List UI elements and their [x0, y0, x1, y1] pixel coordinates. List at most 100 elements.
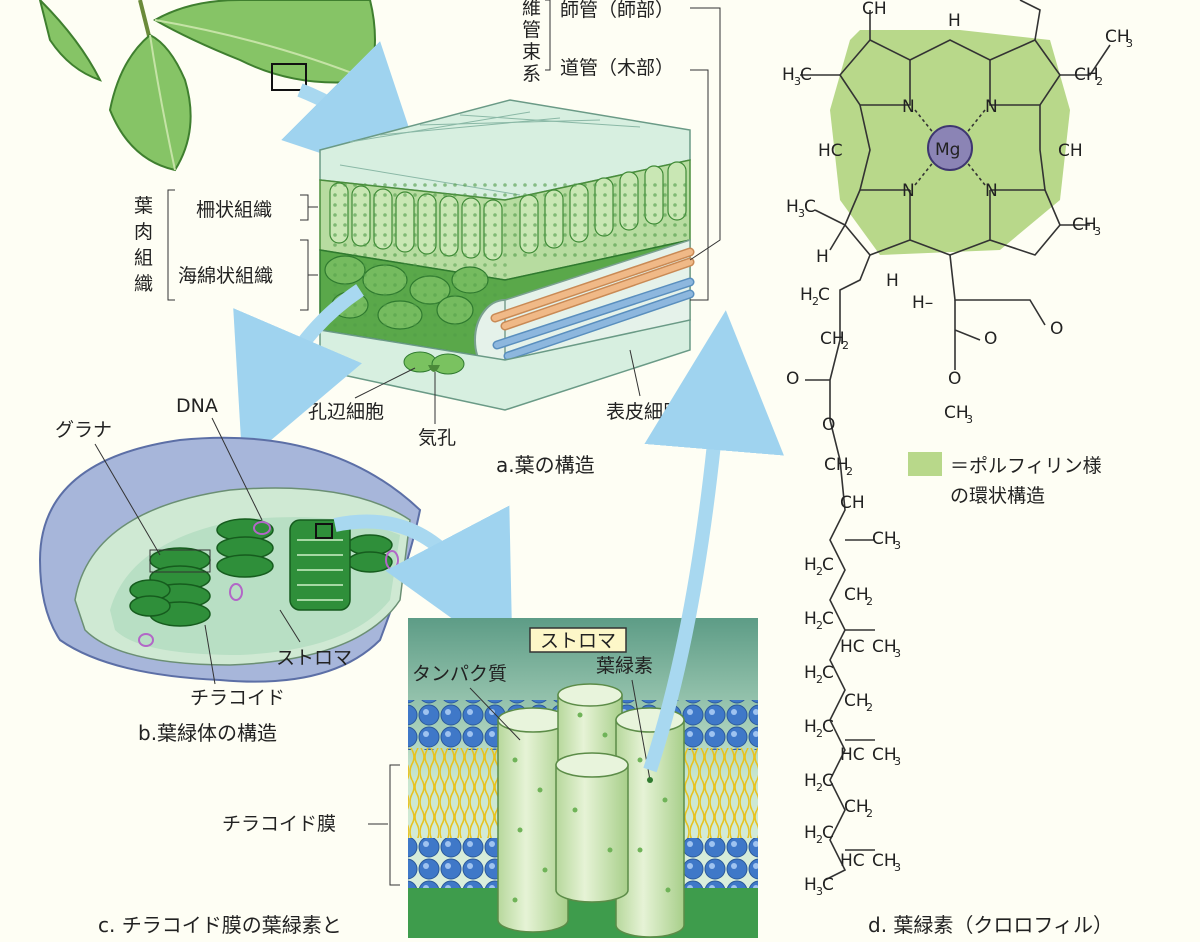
metal-label: Mg — [935, 140, 960, 160]
chloroplast-labels: DNA グラナ ストロマ チラコイド b.葉緑体の構造 — [55, 395, 352, 745]
stoma-shape — [403, 351, 465, 375]
vascular-labels: 維 管 束 系 師管（師部） 道管（木部） — [522, 0, 721, 301]
vascular-group-char-3: 束 — [522, 41, 541, 63]
mesophyll-char-3: 組 — [134, 247, 153, 269]
svg-text:3: 3 — [798, 207, 805, 220]
zoom-arrow-d — [643, 310, 784, 773]
svg-text:2: 2 — [816, 565, 823, 578]
atom-ch3-chain-1: CH — [872, 529, 897, 549]
atom-h-top: H — [948, 11, 961, 31]
atom-o-chain: O — [822, 415, 835, 435]
epidermis-label: 表皮細胞 — [606, 401, 682, 423]
chlorophyll-structure: Mg CH H CH 3 H 3 C CH 2 N N N N HC CH H … — [782, 0, 1133, 898]
svg-text:2: 2 — [846, 465, 853, 478]
svg-text:C: C — [822, 875, 834, 895]
svg-text:3: 3 — [794, 75, 801, 88]
svg-text:C: C — [822, 771, 834, 791]
atom-ch2-chain-3: CH — [844, 797, 869, 817]
atom-o-methyl: O — [948, 369, 961, 389]
palisade-label: 柵状組織 — [196, 199, 272, 221]
svg-text:2: 2 — [816, 833, 823, 846]
atom-hc-chain-2: HC — [840, 745, 865, 765]
chlorophyll-label: 葉緑素 — [596, 655, 653, 677]
svg-text:3: 3 — [894, 539, 901, 552]
grana-label: グラナ — [55, 419, 112, 441]
atom-h-left: H — [816, 247, 829, 267]
panel-b-caption: b.葉緑体の構造 — [138, 721, 277, 745]
svg-text:C: C — [800, 65, 812, 85]
svg-text:3: 3 — [894, 647, 901, 660]
atom-h3c-lower: H — [786, 197, 799, 217]
atom-ch3-right: CH — [1072, 215, 1097, 235]
mesophyll-char-4: 織 — [134, 273, 153, 295]
svg-text:3: 3 — [1094, 225, 1101, 238]
vascular-group-char-4: 系 — [522, 63, 541, 85]
atom-o-carbonyl: O — [786, 369, 799, 389]
svg-text:2: 2 — [866, 807, 873, 820]
svg-text:2: 2 — [816, 781, 823, 794]
legend-swatch — [908, 452, 942, 476]
leaf-cross-section — [319, 99, 695, 411]
zoom-arrow-c — [333, 505, 513, 662]
svg-text:2: 2 — [816, 619, 823, 632]
atom-h-lower: H — [886, 271, 899, 291]
vascular-group-char-1: 維 — [522, 0, 541, 19]
atom-ch3-chain-4: CH — [872, 851, 897, 871]
protein-complex — [497, 683, 685, 938]
stroma-label: ストロマ — [276, 647, 352, 669]
svg-text:C: C — [818, 285, 830, 305]
porphyrin-legend: ＝ポルフィリン様 の環状構造 — [908, 452, 1102, 507]
leaf-illustration — [38, 0, 376, 172]
atom-ch-top: CH — [862, 0, 887, 19]
stoma-label: 気孔 — [418, 427, 456, 449]
atom-h2c-chain-2: H — [804, 609, 817, 629]
granum-stack — [289, 519, 351, 611]
svg-text:C: C — [822, 663, 834, 683]
atom-ch-right: CH — [1058, 141, 1083, 161]
chloroplast-illustration — [38, 436, 422, 683]
atom-h2c-chain-3: H — [804, 663, 817, 683]
atom-o-ketone: O — [1050, 319, 1063, 339]
stroma-box-label: ストロマ — [540, 630, 616, 652]
atom-hc-left: HC — [818, 141, 843, 161]
atom-ch3-top: CH — [1105, 27, 1130, 47]
svg-text:C: C — [804, 197, 816, 217]
spongy-label: 海綿状組織 — [178, 265, 273, 287]
panel-a-caption: a.葉の構造 — [496, 453, 595, 477]
zoom-box-granum — [315, 523, 333, 539]
svg-text:2: 2 — [842, 339, 849, 352]
thylakoid-label: チラコイド — [190, 687, 285, 709]
atom-h2c-chain-4: H — [804, 717, 817, 737]
atom-ch3-chain-3: CH — [872, 745, 897, 765]
atom-n4: N — [985, 181, 998, 201]
atom-h2c-1: H — [800, 285, 813, 305]
atom-n1: N — [902, 97, 915, 117]
svg-text:3: 3 — [894, 861, 901, 874]
membrane-label: チラコイド膜 — [222, 813, 336, 835]
phloem-label: 師管（師部） — [560, 0, 674, 21]
atom-h2c-chain-6: H — [804, 823, 817, 843]
xylem-label: 道管（木部） — [560, 57, 674, 79]
zoom-arrow-b — [233, 284, 364, 465]
panel-c-caption: c. チラコイド膜の葉緑素と — [98, 913, 342, 937]
atom-o-ester: O — [984, 329, 997, 349]
svg-text:C: C — [822, 555, 834, 575]
legend-line-1: ＝ポルフィリン様 — [950, 455, 1102, 477]
svg-text:C: C — [822, 823, 834, 843]
atom-hc-chain-3: HC — [840, 851, 865, 871]
atom-n3: N — [902, 181, 915, 201]
atom-ch2-2: CH — [820, 329, 845, 349]
zoom-arrow-a — [281, 41, 430, 190]
svg-text:3: 3 — [966, 413, 973, 426]
membrane-labels: ストロマ タンパク質 葉緑素 チラコイド膜 c. チラコイド膜の葉緑素と — [98, 630, 653, 937]
panel-d-caption: d. 葉緑素（クロロフィル） — [868, 913, 1113, 937]
svg-text:3: 3 — [1126, 37, 1133, 50]
svg-text:C: C — [822, 609, 834, 629]
protein-label: タンパク質 — [412, 663, 507, 685]
atom-ch2-3: CH — [824, 455, 849, 475]
svg-text:3: 3 — [816, 885, 823, 898]
atom-h3c-end: H — [804, 875, 817, 895]
svg-text:2: 2 — [866, 701, 873, 714]
